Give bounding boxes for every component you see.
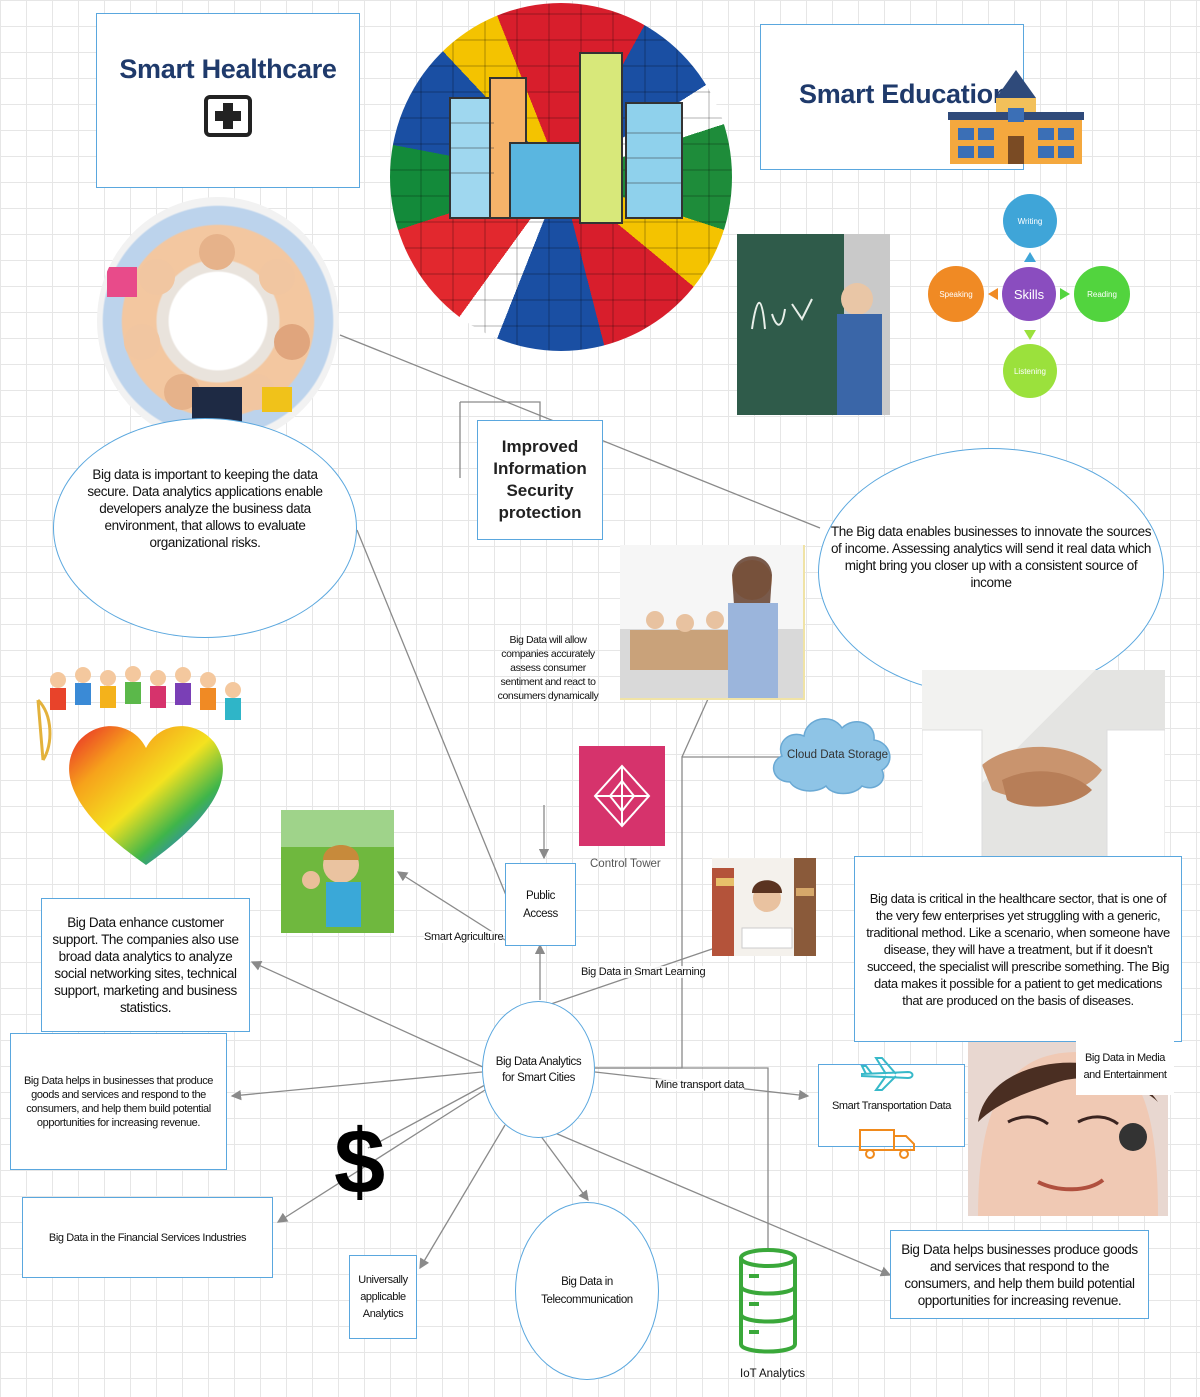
smart-transport-text: Smart Transportation Data: [831, 1099, 951, 1112]
airplane-icon: [860, 1057, 914, 1091]
skill-listening: Listening: [1003, 344, 1057, 398]
produce-goods-right-box: Big Data helps businesses produce goods …: [890, 1230, 1149, 1319]
children-heart-globe-image: [28, 660, 264, 870]
skill-center: Skills: [1002, 267, 1056, 321]
healthcare-hands-photo: [922, 670, 1165, 860]
secure-data-text: Big data is important to keeping the dat…: [87, 466, 323, 550]
truck-icon: [859, 1129, 915, 1159]
skills-diagram: Writing Speaking Skills Reading Listenin…: [928, 194, 1132, 400]
smart-learning-photo: [712, 858, 816, 956]
smart-healthcare-title: Smart Healthcare: [119, 54, 337, 84]
teacher-classroom-photo: [620, 545, 805, 700]
skill-writing: Writing: [1003, 194, 1057, 248]
public-access-box: Public Access: [505, 863, 576, 946]
medical-cross-icon: [204, 95, 252, 137]
smart-agriculture-photo: [281, 810, 394, 933]
produce-goods-left-box: Big Data helps in businesses that produc…: [10, 1033, 227, 1170]
security-protection-box: Improved Information Security protection: [477, 420, 603, 540]
smart-agriculture-label: Smart Agriculture: [424, 931, 504, 943]
financial-services-box: Big Data in the Financial Services Indus…: [22, 1197, 273, 1278]
smart-learning-label: Big Data in Smart Learning: [581, 966, 706, 978]
healthcare-sector-text: Big data is critical in the healthcare s…: [866, 890, 1170, 1008]
customer-support-box: Big Data enhance customer support. The c…: [41, 898, 250, 1032]
iot-analytics-label: IoT Analytics: [740, 1368, 805, 1380]
control-tower-label: Control Tower: [590, 858, 661, 870]
healthcare-people-photo: [97, 197, 339, 445]
sentiment-text: Big Data will allow companies accurately…: [497, 634, 599, 702]
city-buildings-icon: [449, 52, 683, 224]
school-building-icon: [948, 70, 1084, 164]
media-entertainment-box: Big Data in Media and Entertainment: [1076, 1039, 1174, 1095]
big-data-center-node: Big Data Analytics for Smart Cities: [482, 1001, 595, 1138]
skill-speaking: Speaking: [928, 266, 984, 322]
produce-goods-right-text: Big Data helps businesses produce goods …: [901, 1241, 1138, 1308]
income-ellipse: The Big data enables businesses to innov…: [818, 448, 1164, 696]
healthcare-sector-box: Big data is critical in the healthcare s…: [854, 856, 1182, 1042]
smart-healthcare-box: Smart Healthcare: [96, 13, 360, 188]
flag-globe-image: [390, 3, 732, 351]
skills-arrows: [988, 252, 1070, 340]
income-text: The Big data enables businesses to innov…: [830, 524, 1152, 590]
financial-services-text: Big Data in the Financial Services Indus…: [48, 1231, 247, 1244]
cloud-icon: [772, 718, 891, 795]
telecom-text: Big Data in Telecommunication: [541, 1276, 633, 1306]
secure-data-ellipse: Big data is important to keeping the dat…: [53, 418, 357, 638]
media-entertainment-text: Big Data in Media and Entertainment: [1083, 1052, 1167, 1081]
cloud-storage-label: Cloud Data Storage: [787, 749, 889, 761]
customer-support-text: Big Data enhance customer support. The c…: [52, 915, 239, 1015]
public-access-text: Public Access: [523, 889, 558, 920]
dollar-sign-icon: $: [334, 1111, 386, 1213]
database-icon: [739, 1248, 797, 1354]
universal-analytics-text: Universally applicable Analytics: [358, 1273, 408, 1320]
produce-goods-left-text: Big Data helps in businesses that produc…: [23, 1074, 214, 1129]
big-data-center-text: Big Data Analytics for Smart Cities: [495, 1055, 582, 1084]
smart-education-title: Smart Education: [799, 78, 1010, 109]
chalkboard-student-photo: [737, 234, 890, 415]
mine-transport-label: Mine transport data: [655, 1079, 745, 1091]
telecom-ellipse: Big Data in Telecommunication: [515, 1202, 659, 1380]
security-protection-text: Improved Information Security protection: [493, 437, 587, 522]
universal-analytics-box: Universally applicable Analytics: [349, 1255, 417, 1339]
skill-reading: Reading: [1074, 266, 1130, 322]
control-tower-icon: [579, 746, 665, 846]
